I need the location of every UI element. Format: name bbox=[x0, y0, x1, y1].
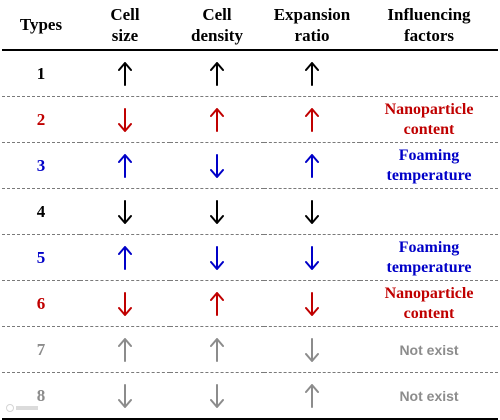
influencing-factor-cell: Not exist bbox=[360, 326, 498, 373]
arrow-up-icon bbox=[210, 61, 224, 87]
cell-density-cell bbox=[170, 50, 264, 97]
type-cell: 1 bbox=[2, 50, 80, 97]
arrow-up-icon bbox=[210, 107, 224, 133]
influencing-factor-cell: Nanoparticle content bbox=[360, 280, 498, 327]
arrow-down-icon bbox=[305, 337, 319, 363]
influencing-factor-text: Nanoparticle content bbox=[384, 100, 474, 138]
cell-density-cell bbox=[170, 280, 264, 327]
influencing-factor-text: Nanoparticle content bbox=[384, 284, 474, 322]
table-row: 1 bbox=[2, 50, 498, 97]
watermark-logo bbox=[6, 404, 38, 412]
cell-size-cell bbox=[80, 142, 170, 189]
type-cell: 7 bbox=[2, 326, 80, 373]
cell-size-cell bbox=[80, 326, 170, 373]
arrow-down-icon bbox=[305, 245, 319, 271]
cell-size-cell bbox=[80, 188, 170, 235]
cell-size-cell bbox=[80, 50, 170, 97]
expansion-ratio-cell bbox=[264, 50, 360, 97]
type-cell: 4 bbox=[2, 188, 80, 235]
table-row: 8 Not exist bbox=[2, 372, 498, 420]
arrow-down-icon bbox=[210, 383, 224, 409]
arrow-up-icon bbox=[118, 153, 132, 179]
arrow-down-icon bbox=[305, 291, 319, 317]
influencing-factor-cell: Not exist bbox=[360, 372, 498, 420]
cell-size-cell bbox=[80, 96, 170, 143]
type-number: 5 bbox=[36, 247, 46, 267]
influencing-factor-cell: Foaming temperature bbox=[360, 142, 498, 189]
arrow-up-icon bbox=[118, 61, 132, 87]
arrow-down-icon bbox=[118, 291, 132, 317]
table-row: 3 Foaming temperature bbox=[2, 142, 498, 189]
header-types: Types bbox=[2, 0, 80, 51]
expansion-ratio-cell bbox=[264, 326, 360, 373]
type-number: 7 bbox=[36, 339, 46, 359]
arrow-down-icon bbox=[210, 199, 224, 225]
arrow-down-icon bbox=[305, 199, 319, 225]
arrow-up-icon bbox=[305, 107, 319, 133]
expansion-ratio-cell bbox=[264, 188, 360, 235]
type-number: 4 bbox=[36, 201, 46, 221]
type-cell: 5 bbox=[2, 234, 80, 281]
cell-size-cell bbox=[80, 234, 170, 281]
expansion-ratio-cell bbox=[264, 96, 360, 143]
type-number: 8 bbox=[36, 385, 46, 405]
expansion-ratio-cell bbox=[264, 234, 360, 281]
header-expansion-ratio: Expansion ratio bbox=[264, 0, 360, 51]
cell-density-cell bbox=[170, 188, 264, 235]
expansion-ratio-cell bbox=[264, 142, 360, 189]
cell-density-cell bbox=[170, 96, 264, 143]
header-cell-density: Cell density bbox=[170, 0, 264, 51]
influencing-factor-cell: Foaming temperature bbox=[360, 234, 498, 281]
cell-size-cell bbox=[80, 372, 170, 420]
influencing-factor-text: Not exist bbox=[399, 341, 459, 358]
arrow-down-icon bbox=[118, 107, 132, 133]
header-row: Types Cell size Cell density Expansion r… bbox=[2, 0, 498, 51]
arrow-down-icon bbox=[118, 199, 132, 225]
influencing-factor-text: Not exist bbox=[399, 387, 459, 404]
table-row: 5 Foaming temperature bbox=[2, 234, 498, 281]
table-row: 7 Not exist bbox=[2, 326, 498, 373]
type-cell: 3 bbox=[2, 142, 80, 189]
arrow-down-icon bbox=[118, 383, 132, 409]
type-number: 1 bbox=[36, 63, 46, 83]
cell-density-cell bbox=[170, 326, 264, 373]
influencing-factor-cell bbox=[360, 188, 498, 235]
arrow-up-icon bbox=[118, 245, 132, 271]
arrow-up-icon bbox=[210, 291, 224, 317]
influencing-factor-text: Foaming temperature bbox=[386, 146, 472, 184]
type-cell: 8 bbox=[2, 372, 80, 420]
table-row: 2 Nanoparticle content bbox=[2, 96, 498, 143]
type-cell: 2 bbox=[2, 96, 80, 143]
table-row: 4 bbox=[2, 188, 498, 235]
arrow-up-icon bbox=[118, 337, 132, 363]
cell-size-cell bbox=[80, 280, 170, 327]
type-number: 3 bbox=[36, 155, 46, 175]
arrow-down-icon bbox=[210, 245, 224, 271]
type-cell: 6 bbox=[2, 280, 80, 327]
arrow-up-icon bbox=[305, 61, 319, 87]
type-number: 6 bbox=[36, 293, 46, 313]
influencing-factor-cell bbox=[360, 50, 498, 97]
type-number: 2 bbox=[36, 109, 46, 129]
cell-density-cell bbox=[170, 234, 264, 281]
cell-density-cell bbox=[170, 142, 264, 189]
arrow-up-icon bbox=[210, 337, 224, 363]
header-influencing-factors: Influencing factors bbox=[360, 0, 498, 51]
table-row: 6 Nanoparticle content bbox=[2, 280, 498, 327]
expansion-ratio-cell bbox=[264, 280, 360, 327]
expansion-ratio-cell bbox=[264, 372, 360, 420]
influencing-factor-text: Foaming temperature bbox=[386, 238, 472, 276]
header-cell-size: Cell size bbox=[80, 0, 170, 51]
arrow-down-icon bbox=[210, 153, 224, 179]
arrow-up-icon bbox=[305, 383, 319, 409]
influencing-factor-cell: Nanoparticle content bbox=[360, 96, 498, 143]
arrow-up-icon bbox=[305, 153, 319, 179]
cell-density-cell bbox=[170, 372, 264, 420]
